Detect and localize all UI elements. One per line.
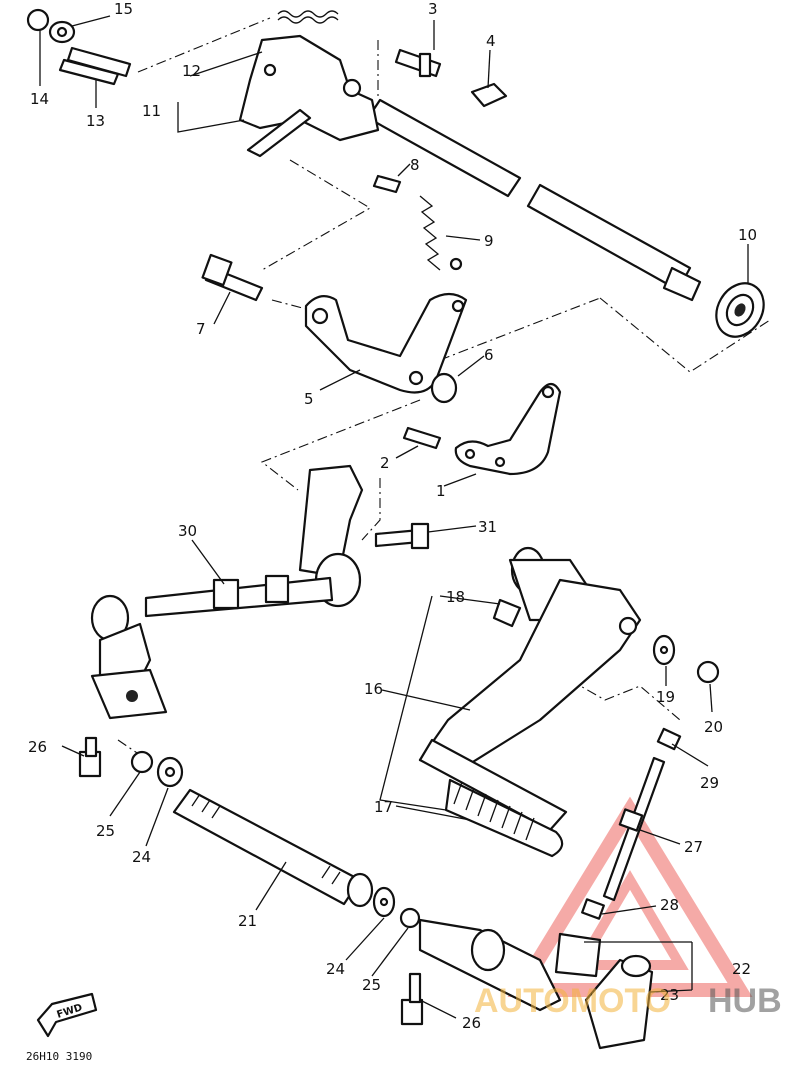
label-part-26-upper: 26 (28, 738, 47, 756)
label-part-9: 9 (484, 232, 494, 250)
assembly-lines (117, 17, 771, 756)
label-part-25-lower: 25 (362, 976, 381, 994)
part-bolt-26-upper (78, 736, 102, 778)
label-part-20: 20 (704, 718, 723, 736)
label-part-1: 1 (436, 482, 446, 500)
part-clip-4 (470, 82, 508, 108)
part-bearing-10 (715, 282, 765, 338)
label-part-28: 28 (660, 896, 679, 914)
label-part-14: 14 (30, 90, 49, 108)
part-nut-29 (656, 727, 682, 751)
part-footpeg-17 (418, 738, 568, 858)
shift-shaft-assembly (238, 34, 702, 302)
watermark-text: AUTOMOTO HUB (474, 982, 782, 1020)
label-part-8: 8 (410, 156, 420, 174)
leader-lines (39, 15, 749, 1019)
part-washer-14 (26, 8, 50, 32)
label-part-7: 7 (196, 320, 206, 338)
part-shaft-21 (172, 788, 374, 908)
label-part-17: 17 (374, 798, 393, 816)
part-plate-1 (454, 382, 562, 476)
part-bolt-8 (372, 174, 402, 194)
watermark-text-left: AUTOMOTO (474, 982, 671, 1020)
part-stopper-lever-5 (304, 292, 468, 394)
label-part-30: 30 (178, 522, 197, 540)
label-part-12: 12 (182, 62, 201, 80)
label-part-31: 31 (478, 518, 497, 536)
part-circlip-25-upper (130, 750, 154, 774)
label-part-23: 23 (660, 986, 679, 1004)
label-part-24-upper: 24 (132, 848, 151, 866)
part-circlip-25-lower (399, 907, 421, 929)
part-joint-23 (584, 954, 654, 1050)
part-bolt-26-lower (400, 972, 424, 1026)
label-part-6: 6 (484, 346, 494, 364)
label-part-5: 5 (304, 390, 314, 408)
part-nut-28 (581, 898, 605, 920)
label-part-21: 21 (238, 912, 257, 930)
fwd-arrow-icon: FWD (36, 992, 98, 1038)
drawing-code: 26H10 3190 (26, 1050, 92, 1063)
part-spring-9 (419, 195, 463, 271)
label-part-15: 15 (114, 0, 133, 18)
label-part-11: 11 (142, 102, 161, 120)
label-part-10: 10 (738, 226, 757, 244)
part-pin-13 (58, 46, 132, 86)
part-joint-22 (418, 918, 602, 1012)
part-washer-24-upper (156, 756, 184, 788)
part-bolt-7 (201, 253, 264, 302)
shift-rod-assembly (90, 464, 364, 720)
part-bolt-3 (394, 48, 442, 78)
label-part-26-lower: 26 (462, 1014, 481, 1032)
label-part-29: 29 (700, 774, 719, 792)
part-shift-pedal-16 (418, 546, 642, 772)
part-labels: 1 2 3 4 5 6 7 8 9 10 11 12 13 14 15 16 1… (28, 0, 757, 1032)
part-washer-24-lower (372, 886, 396, 918)
label-part-16: 16 (364, 680, 383, 698)
label-part-22: 22 (732, 960, 751, 978)
label-part-27: 27 (684, 838, 703, 856)
part-washer-15 (48, 20, 76, 44)
label-part-24-lower: 24 (326, 960, 345, 978)
label-part-3: 3 (428, 0, 438, 18)
label-part-18: 18 (446, 588, 465, 606)
label-part-4: 4 (486, 32, 496, 50)
watermark-text-right: HUB (708, 982, 782, 1020)
label-part-19: 19 (656, 688, 675, 706)
part-bolt-2 (402, 426, 442, 450)
part-washer-19 (652, 634, 676, 666)
label-part-2: 2 (380, 454, 390, 472)
label-part-25-upper: 25 (96, 822, 115, 840)
part-rod-27 (602, 756, 666, 902)
part-collar-6 (430, 372, 458, 404)
part-circlip-20 (696, 660, 720, 684)
part-bolt-31 (374, 522, 430, 550)
part-spring-12 (277, 10, 339, 24)
label-part-13: 13 (86, 112, 105, 130)
